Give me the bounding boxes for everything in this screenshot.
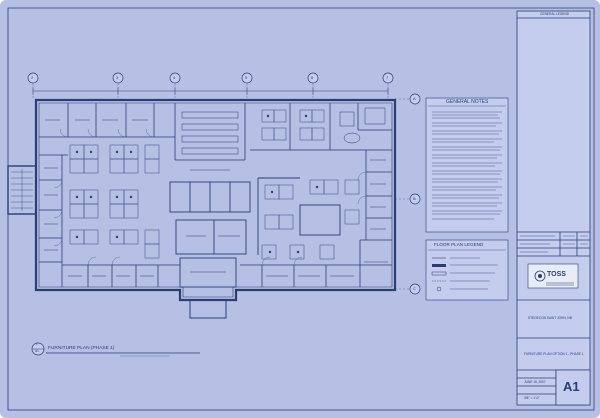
floor-plan — [7, 98, 397, 319]
grid-label-a: A — [413, 96, 416, 101]
door-swings — [53, 128, 367, 266]
general-notes-panel — [425, 97, 509, 233]
training-room-seating — [181, 107, 386, 155]
exterior-wall-inner — [38, 102, 393, 298]
sheet-number: A1 — [563, 379, 580, 394]
chairs — [75, 114, 319, 254]
sheet-number-box — [555, 369, 591, 406]
grid-bubbles — [27, 72, 421, 295]
drawing-title: FURNITURE PLAN (PHASE 1) — [48, 346, 115, 351]
central-core — [169, 177, 341, 288]
logo-text: TOSS — [547, 271, 566, 278]
firm-logo — [527, 263, 579, 289]
workstations — [69, 109, 360, 260]
drawing-sheet-ref: A1 — [35, 349, 39, 353]
title-block-header: GENERAL LEGEND — [540, 12, 570, 16]
entrance-canopy — [189, 300, 227, 319]
drawing-number: 1 — [36, 342, 38, 346]
project-location: STEGECON SAINT JOHN, NB — [528, 316, 572, 320]
title-block — [516, 10, 591, 406]
drawing-scale: 3/8" = 1'-0" — [524, 396, 540, 400]
title-block-lines — [520, 235, 588, 253]
general-notes-title: GENERAL NOTES — [446, 99, 489, 105]
grid-label-c: C — [413, 286, 416, 291]
stair-tower — [7, 165, 37, 215]
grid-label-7: 7 — [386, 75, 389, 80]
grid-label-6: 6 — [311, 75, 314, 80]
office-row-bottom — [62, 239, 392, 287]
exterior-wall — [34, 98, 397, 302]
grid-label-4: 4 — [173, 75, 176, 80]
grid-label-b: B — [413, 196, 416, 201]
issue-date: JUNE 18, 2007 — [524, 380, 546, 384]
grid-leaders — [32, 84, 410, 290]
drawing-title-marker — [31, 342, 200, 357]
grid-label-2: 2 — [31, 75, 34, 80]
grid-label-5: 5 — [245, 75, 248, 80]
legend-panel — [425, 239, 509, 301]
legend-title: FLOOR PLAN LEGEND — [434, 242, 484, 247]
general-notes-text-lines — [432, 111, 502, 220]
room-label-marks — [44, 119, 388, 277]
sheet-title: FURNITURE PLAN OPTION 1 - PHASE 1 — [524, 352, 584, 356]
grid-label-3: 3 — [116, 75, 119, 80]
office-column-right — [365, 150, 392, 240]
